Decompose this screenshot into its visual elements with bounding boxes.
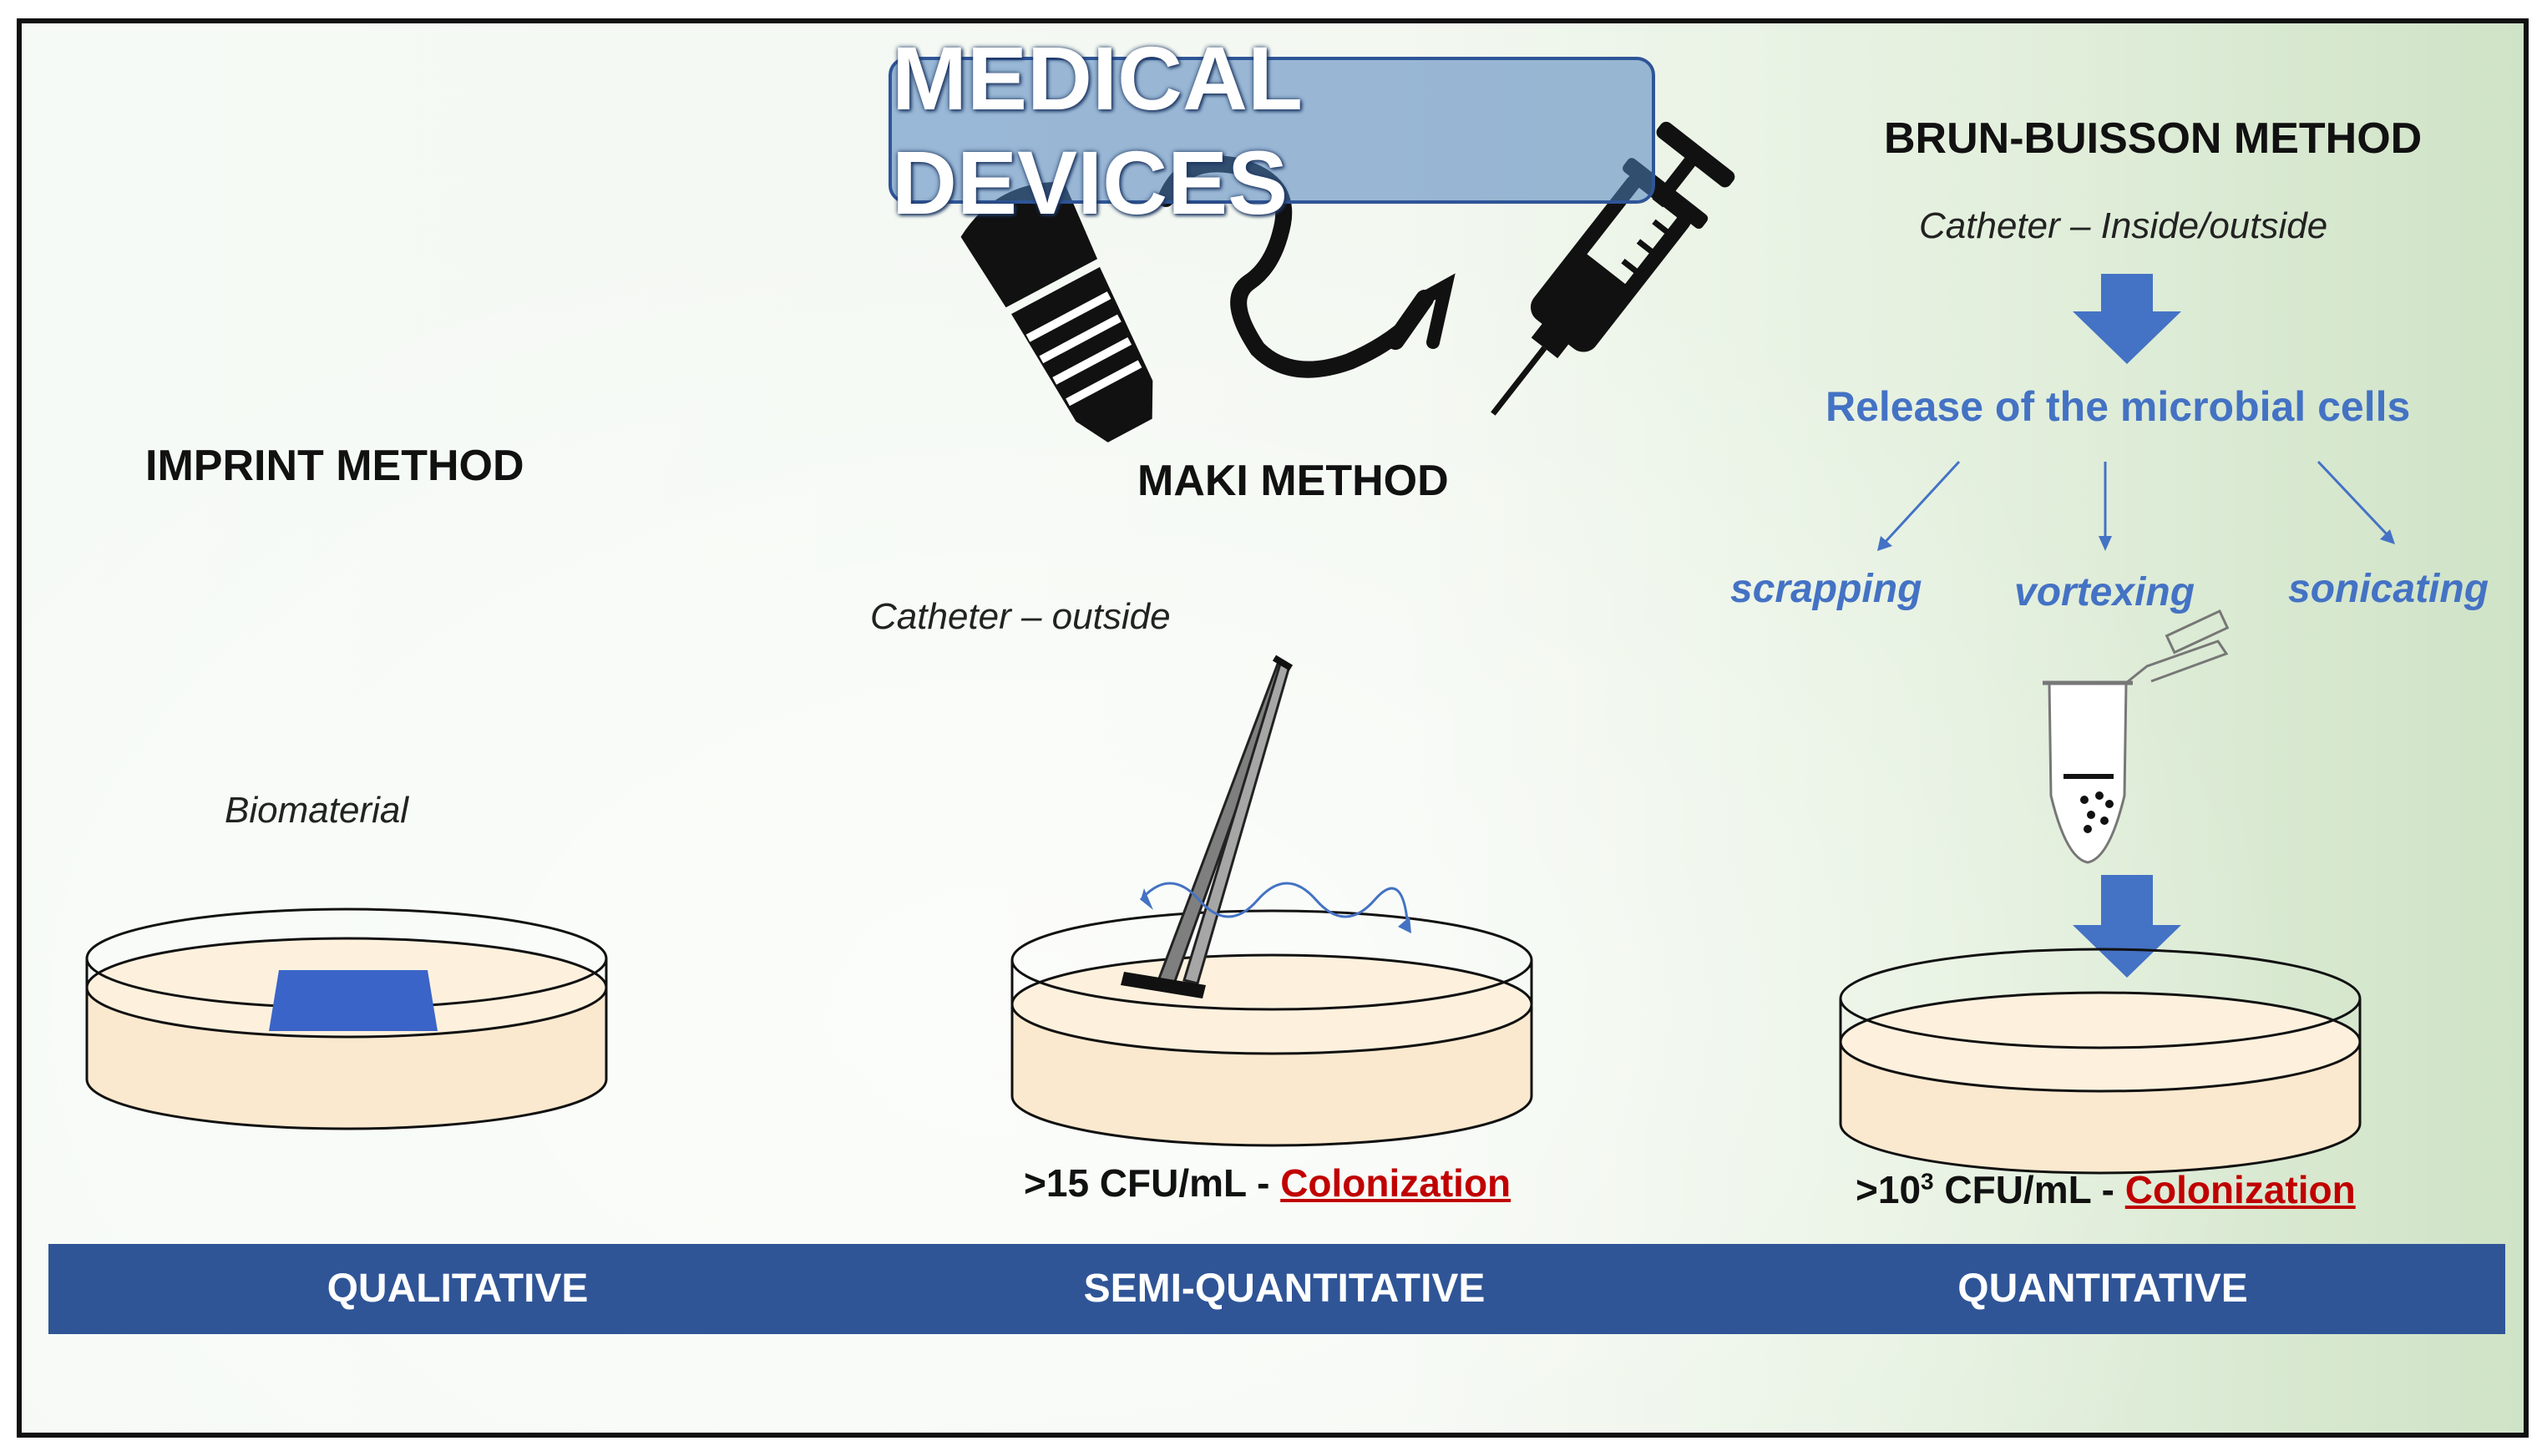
brun-result-mid: CFU/mL - [1933,1168,2125,1211]
maki-colonization-link[interactable]: Colonization [1280,1161,1511,1205]
ultrasound-probe-icon [960,182,1153,442]
biomaterial-patch [269,970,438,1031]
brun-result-prefix: >10 [1856,1168,1922,1211]
brun-colonization-link[interactable]: Colonization [2124,1168,2356,1211]
maki-result: >15 CFU/mL - Colonization [1024,1160,1511,1206]
figure-frame: MEDICAL DEVICES [17,18,2529,1438]
petri-dish-maki [1010,909,1533,1147]
category-qualitative: QUALITATIVE [327,1266,589,1311]
down-arrow-icon [2073,274,2181,364]
brun-label: Catheter – Inside/outside [1919,205,2328,246]
maki-heading: MAKI METHOD [1137,457,1449,505]
wave-arrow-icon [1139,882,1411,933]
imprint-heading: IMPRINT METHOD [145,442,524,490]
bottom-category-bar: QUALITATIVE SEMI-QUANTITATIVE QUANTITATI… [48,1244,2505,1334]
technique-arrows [1877,460,2395,551]
technique-sonicating: sonicating [2288,567,2489,611]
petri-dish-brun [1839,948,2362,1175]
maki-label: Catheter – outside [870,596,1171,637]
petri-dish-imprint [85,907,608,1130]
down-arrow-icon-2 [2073,875,2181,978]
brun-result: >103 CFU/mL - Colonization [1856,1167,2356,1212]
technique-scrapping: scrapping [1730,567,1922,611]
title-box: MEDICAL DEVICES [889,28,1655,233]
maki-result-prefix: >15 CFU/mL - [1024,1161,1281,1205]
microtube-icon [2043,609,2230,864]
category-quantitative: QUANTITATIVE [1957,1266,2248,1311]
category-semi-quantitative: SEMI-QUANTITATIVE [1083,1266,1486,1311]
brun-heading: BRUN-BUISSON METHOD [1884,114,2423,163]
page-title: MEDICAL DEVICES [892,28,1302,233]
technique-vortexing: vortexing [2014,570,2195,614]
diagram-graphics [85,121,2395,1175]
imprint-label: Biomaterial [225,790,409,831]
release-label: Release of the microbial cells [1825,383,2411,430]
forceps-icon [1121,655,1294,998]
brun-result-exponent: 3 [1921,1168,1934,1195]
